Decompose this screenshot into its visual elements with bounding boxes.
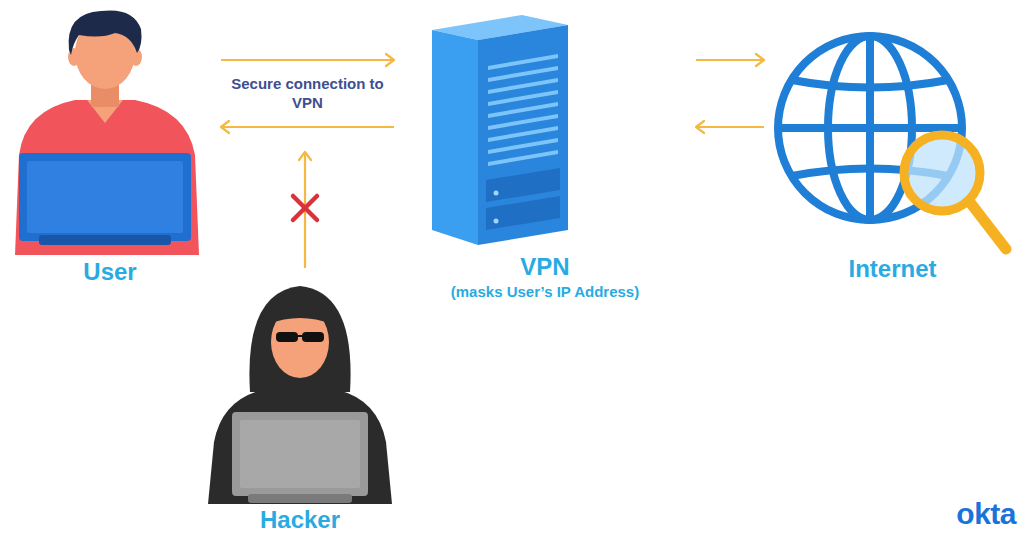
- vent-slot: [488, 90, 558, 106]
- connector-arrow: [696, 59, 764, 61]
- vpn-node: VPN (masks User’s IP Address): [400, 5, 690, 305]
- vent-slot: [488, 138, 558, 154]
- connector-arrow: [221, 126, 394, 128]
- hacker-illustration: [200, 272, 400, 504]
- vent-slot: [488, 102, 558, 118]
- vent-slot: [488, 114, 558, 130]
- connector-arrow: [696, 126, 764, 128]
- blocked-cross: [293, 196, 317, 220]
- hacker-node: Hacker: [200, 272, 400, 538]
- server-illustration: [400, 5, 690, 250]
- node-subtitle: (masks User’s IP Address): [451, 283, 639, 301]
- globe-illustration: [770, 15, 1015, 260]
- vent-slot: [488, 126, 558, 142]
- vent-slot: [488, 78, 558, 94]
- brand-logo: okta: [956, 498, 1016, 530]
- node-title: Hacker: [260, 506, 340, 534]
- node-title: VPN: [520, 253, 569, 281]
- vent-slot: [488, 54, 558, 70]
- internet-node: Internet: [770, 15, 1015, 287]
- server-vents: [488, 54, 558, 166]
- vent-slot: [488, 150, 558, 166]
- node-title: Internet: [848, 255, 936, 283]
- connector-label: Secure connection to VPN: [225, 74, 391, 112]
- node-title: User: [83, 258, 136, 286]
- user-node: User: [5, 5, 215, 290]
- hacker-attempt: [293, 152, 317, 268]
- connector-arrow: [221, 59, 394, 61]
- user-illustration: [5, 5, 220, 255]
- vent-slot: [488, 66, 558, 82]
